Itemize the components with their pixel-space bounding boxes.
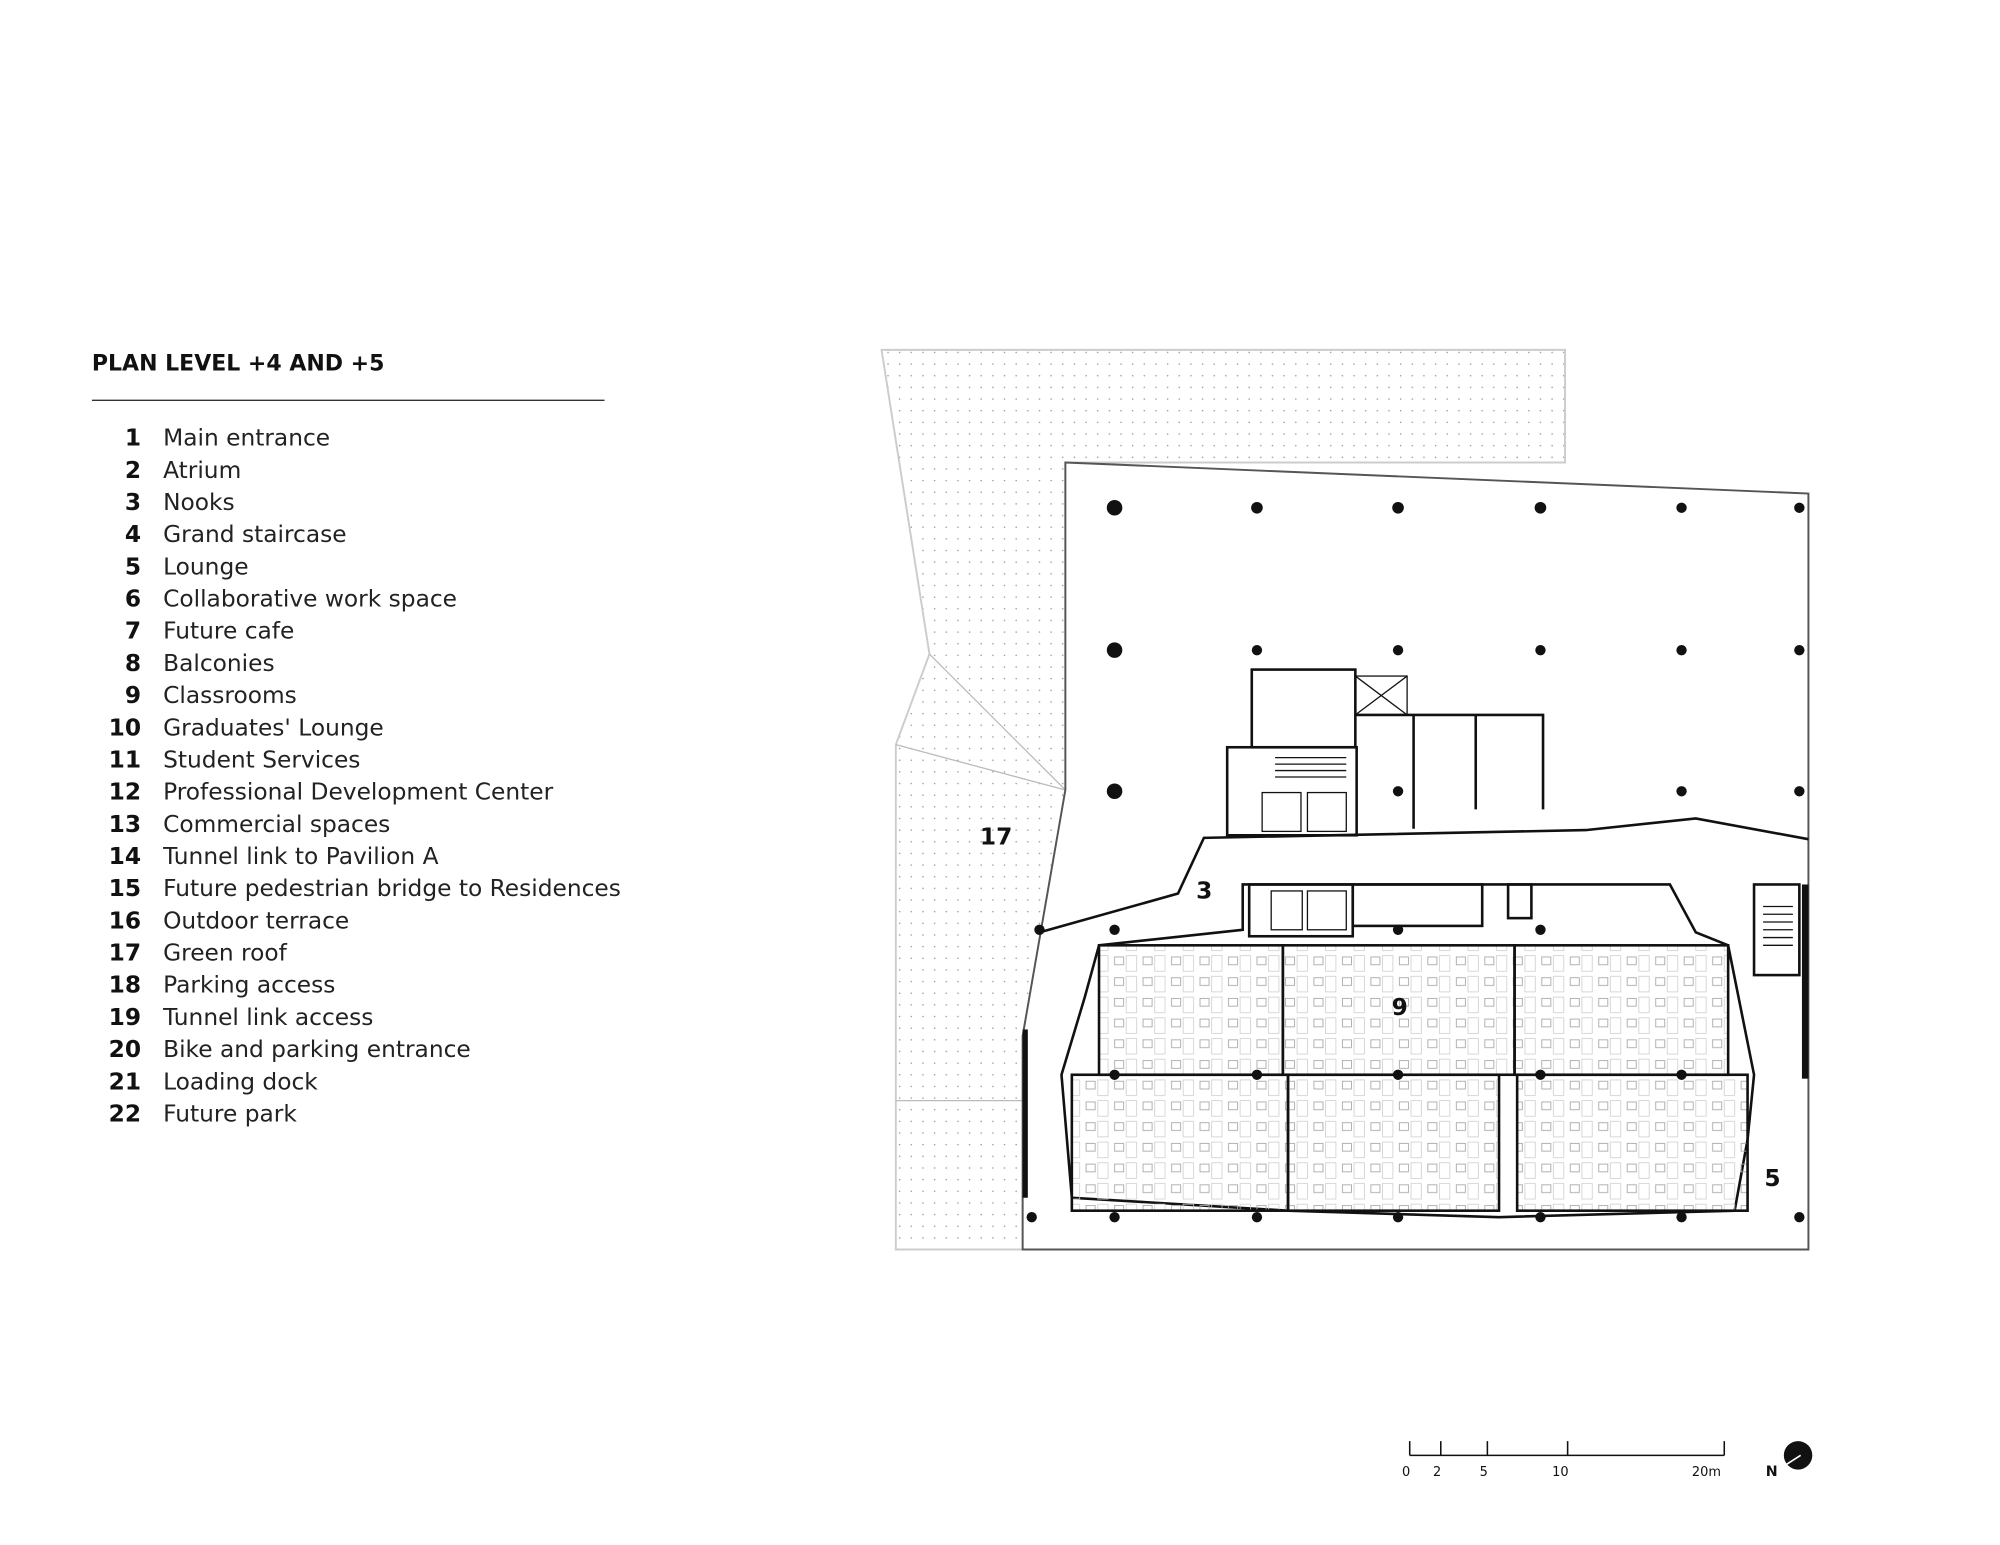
legend-label: Collaborative work space (163, 586, 457, 613)
legend-number: 18 (109, 972, 141, 999)
legend-number: 14 (109, 843, 141, 870)
scale-tick-0: 0 (1402, 1465, 1410, 1480)
legend-label: Future cafe (163, 618, 294, 645)
legend-number: 3 (125, 489, 141, 516)
legend-number: 22 (109, 1100, 141, 1127)
scale-tick-2: 2 (1433, 1465, 1441, 1480)
north-arrow: N (1766, 1441, 1813, 1480)
legend-label: Professional Development Center (163, 779, 553, 806)
column (1676, 644, 1687, 656)
corridor-wall (1039, 817, 1809, 934)
legend-number: 9 (125, 682, 141, 709)
column (1392, 1211, 1404, 1223)
label-lounge: 5 (1764, 1165, 1780, 1192)
legend-number: 19 (109, 1004, 141, 1031)
column (1106, 500, 1123, 516)
legend: 1 Main entrance 2 Atrium 3 Nooks 4 Grand stairc… (109, 425, 621, 1128)
column (1535, 1211, 1546, 1223)
legend-label: Commercial spaces (163, 811, 390, 838)
roof-divisions (895, 653, 1066, 1102)
legend-number: 5 (125, 553, 141, 580)
scale-tick-20: 20m (1692, 1465, 1721, 1480)
legend-number: 13 (109, 811, 141, 838)
scale-tick-10: 10 (1552, 1465, 1568, 1480)
legend-number: 16 (109, 907, 141, 934)
column (1535, 924, 1546, 935)
legend-number: 12 (109, 779, 141, 806)
legend-label: Bike and parking entrance (163, 1036, 471, 1063)
legend-label: Green roof (163, 940, 288, 967)
legend-number: 4 (125, 521, 141, 548)
column (1392, 786, 1404, 797)
column (1794, 644, 1805, 656)
column (1676, 786, 1687, 797)
column (1794, 1211, 1805, 1223)
legend-number: 8 (125, 650, 141, 677)
legend-label: Atrium (163, 457, 241, 484)
column (1794, 786, 1805, 797)
legend-number: 21 (109, 1068, 141, 1095)
legend-label: Future park (163, 1100, 297, 1127)
legend-label: Balconies (163, 650, 275, 677)
legend-label: Tunnel link access (162, 1004, 373, 1031)
column (1109, 924, 1120, 935)
service-core (1022, 668, 1809, 1198)
column (1034, 924, 1045, 935)
column (1534, 501, 1547, 514)
legend-label: Classrooms (163, 682, 297, 709)
column (1109, 1211, 1120, 1223)
column (1535, 1069, 1546, 1080)
label-nooks: 3 (1196, 878, 1212, 905)
legend-label: Main entrance (163, 425, 330, 452)
legend-label: Loading dock (163, 1068, 318, 1095)
legend-number: 17 (109, 940, 141, 967)
label-green-roof: 17 (980, 823, 1012, 850)
scale-tick-5: 5 (1480, 1465, 1488, 1480)
column (1676, 502, 1687, 513)
column (1535, 644, 1546, 656)
legend-number: 11 (109, 746, 141, 773)
structural-columns (1026, 500, 1805, 1223)
column (1676, 1069, 1687, 1080)
column (1251, 501, 1263, 514)
classrooms (1070, 944, 1749, 1212)
legend-label: Lounge (163, 553, 248, 580)
legend-number: 10 (109, 714, 141, 741)
legend-number: 2 (125, 457, 141, 484)
legend-label: Outdoor terrace (163, 907, 349, 934)
column (1392, 1069, 1404, 1080)
column (1026, 1211, 1037, 1223)
legend-label: Parking access (163, 972, 335, 999)
column (1392, 501, 1404, 514)
column (1251, 644, 1263, 656)
column (1251, 1069, 1263, 1080)
legend-number: 7 (125, 618, 141, 645)
legend-label: Nooks (163, 489, 235, 516)
column (1251, 1211, 1263, 1223)
legend-number: 20 (109, 1036, 141, 1063)
north-label: N (1766, 1464, 1778, 1480)
legend-number: 6 (125, 586, 141, 613)
north-arrow-icon (1783, 1441, 1813, 1470)
legend-label: Student Services (163, 746, 360, 773)
plan-title: PLAN LEVEL +4 AND +5 (92, 352, 385, 377)
legend-label: Future pedestrian bridge to Residences (163, 875, 621, 902)
column (1109, 1069, 1120, 1080)
column (1106, 783, 1123, 800)
scale-bar: 0 2 5 10 20m (1402, 1441, 1726, 1480)
legend-number: 15 (109, 875, 141, 902)
legend-label: Tunnel link to Pavilion A (162, 843, 439, 870)
column (1392, 644, 1404, 656)
column (1676, 1211, 1687, 1223)
column (1794, 502, 1805, 513)
column (1106, 642, 1123, 658)
column (1392, 924, 1404, 935)
legend-label: Graduates' Lounge (163, 714, 384, 741)
legend-number: 1 (125, 425, 141, 452)
legend-label: Grand staircase (163, 521, 347, 548)
label-classrooms: 9 (1392, 994, 1408, 1021)
